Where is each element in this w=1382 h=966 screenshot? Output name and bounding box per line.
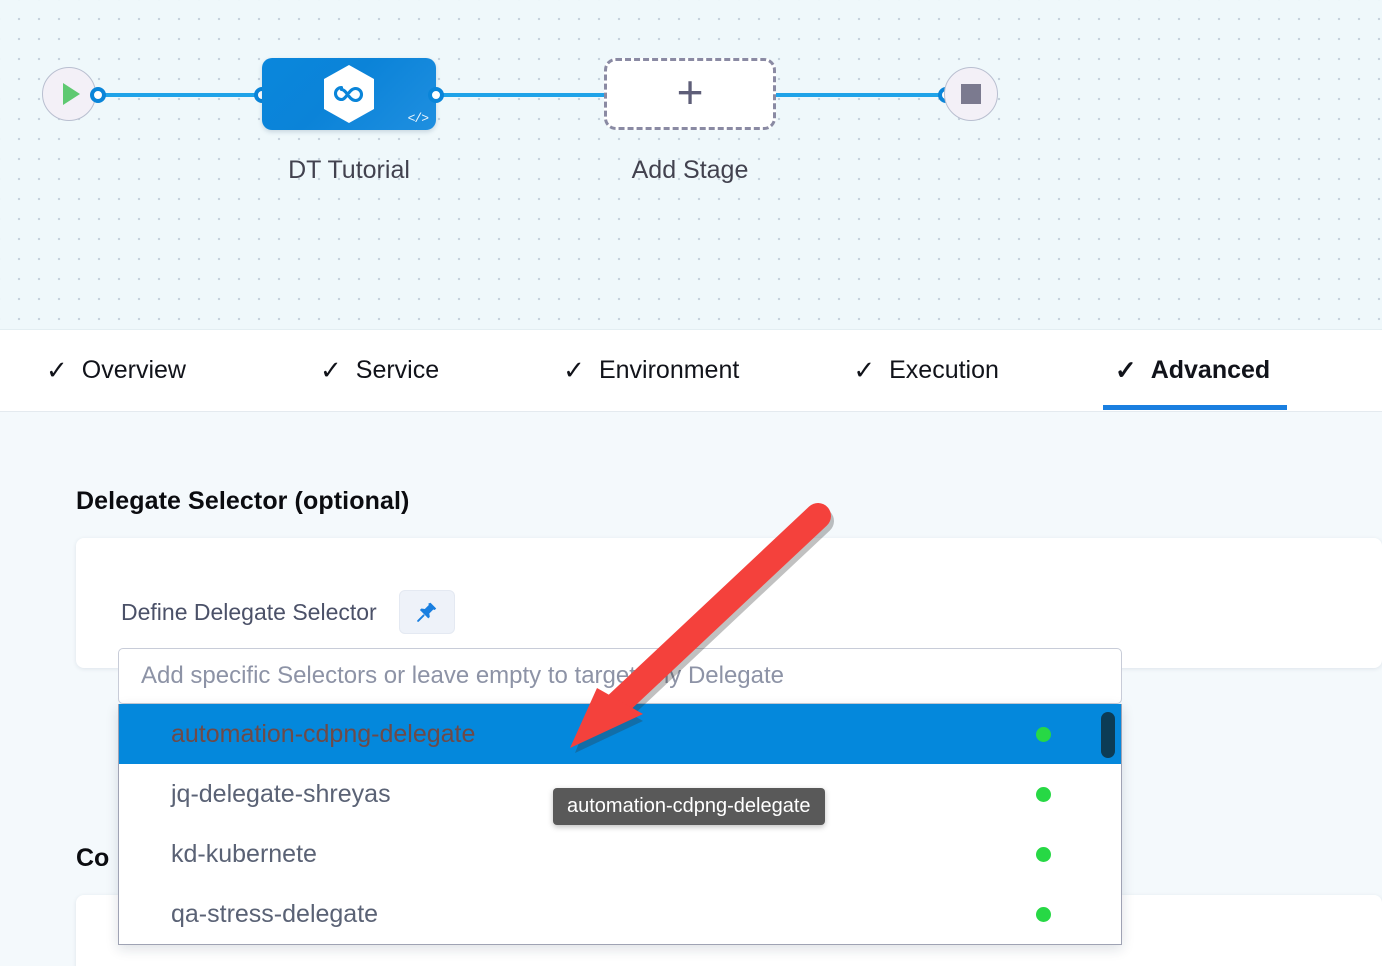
check-icon: ✓ [853,355,876,385]
next-section-title: Co [76,844,110,872]
connector-add-to-end [776,93,952,97]
delegate-option-kd-kubernete[interactable]: kd-kubernete [119,824,1121,884]
tab-label: Advanced [1150,355,1271,384]
delegate-option-label: qa-stress-delegate [171,899,379,928]
tab-label: Service [355,355,440,384]
pipeline-start-node[interactable] [42,67,96,121]
tab-service[interactable]: ✓ Service [308,330,451,410]
status-dot-connected [1036,726,1051,742]
delegate-selector-title: Delegate Selector (optional) [76,487,410,515]
delegate-option-tooltip: automation-cdpng-delegate [553,788,825,825]
delegate-option-label: kd-kubernete [171,839,317,868]
tab-environment[interactable]: ✓ Environment [551,330,751,410]
stage-config-tabbar: ✓ Overview ✓ Service ✓ Environment ✓ Exe… [0,330,1382,410]
tab-execution[interactable]: ✓ Execution [841,330,1011,410]
delegate-option-qa-stress-delegate[interactable]: qa-stress-delegate [119,884,1121,944]
status-dot-connected [1036,906,1051,922]
pipeline-canvas[interactable]: </> DT Tutorial + Add Stage [0,0,1382,330]
dropdown-scrollbar-thumb[interactable] [1101,712,1115,758]
delegate-selector-input[interactable]: Add specific Selectors or leave empty to… [118,648,1122,704]
define-delegate-selector-label: Define Delegate Selector [121,598,377,625]
harness-hexagon-icon [324,65,374,123]
dropdown-scrollbar[interactable] [1101,704,1119,944]
play-icon [63,83,80,105]
pin-icon-button[interactable] [398,590,455,634]
pipeline-stage-dt-tutorial[interactable]: </> [262,58,436,130]
code-icon: </> [407,111,429,126]
check-icon: ✓ [46,355,68,385]
tab-overview[interactable]: ✓ Overview [34,330,198,410]
status-dot-connected [1036,846,1051,862]
pipeline-end-node[interactable] [944,67,998,121]
check-icon: ✓ [563,355,585,385]
check-icon: ✓ [319,355,342,385]
tab-label: Environment [598,355,740,384]
delegate-selector-placeholder: Add specific Selectors or leave empty to… [141,662,785,689]
add-stage-label: Add Stage [631,156,749,184]
delegate-option-jq-delegate-shreyas[interactable]: jq-delegate-shreyas [119,764,1121,824]
pin-icon [416,602,436,622]
delegate-option-automation-cdpng-delegate[interactable]: automation-cdpng-delegate [119,704,1121,764]
define-delegate-selector-row: Define Delegate Selector [121,590,455,634]
add-stage-button[interactable]: + [604,58,776,130]
stop-icon [961,84,981,104]
tab-label: Execution [889,355,999,384]
delegate-option-label: jq-delegate-shreyas [171,779,391,808]
delegate-option-label: automation-cdpng-delegate [171,719,476,748]
check-icon: ✓ [1114,355,1137,385]
plus-icon: + [676,65,704,118]
stage-label: DT Tutorial [288,156,410,184]
connector-start-to-stage [95,93,270,97]
tab-advanced[interactable]: ✓ Advanced [1102,330,1288,410]
status-dot-connected [1036,786,1051,802]
stage-output-port[interactable] [428,87,444,103]
tab-label: Overview [81,355,186,384]
start-node-port[interactable] [90,87,106,103]
connector-stage-to-add [436,93,614,97]
